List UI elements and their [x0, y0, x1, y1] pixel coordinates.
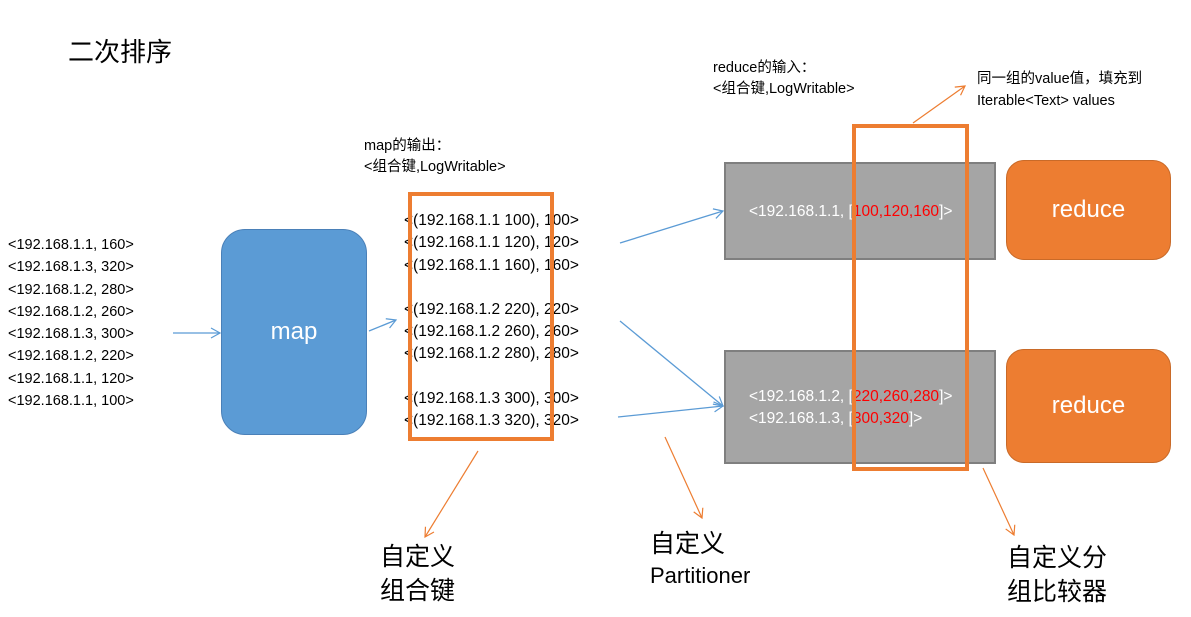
map-output-caption-line1: map的输出： — [364, 138, 451, 154]
group-note-line1: 同一组的value值，填充到 — [977, 71, 1143, 87]
grouped-values-highlight — [852, 124, 969, 471]
annotation-composite-key: 自定义 组合键 — [380, 542, 456, 605]
reduce-input-caption-line1: reduce的输入： — [713, 60, 816, 76]
input-record: <192.168.1.2, 260> — [8, 303, 134, 320]
reduce-input-caption-line2: <组合键,LogWritable> — [713, 81, 855, 97]
arrow-to-partition-1 — [619, 208, 725, 244]
map-output-caption: map的输出： <组合键,LogWritable> — [364, 136, 506, 178]
arrow-to-partitioner-label — [664, 436, 704, 520]
composite-key: <(192.168.1.3 320), — [404, 412, 540, 430]
reduce-input-caption: reduce的输入： <组合键,LogWritable> — [713, 58, 855, 100]
input-record: <192.168.1.1, 100> — [8, 393, 134, 410]
input-records-list: <192.168.1.1, 160> <192.168.1.3, 320> <1… — [8, 234, 134, 412]
arrow-to-partition-2b — [617, 401, 725, 418]
arrow-to-grouping-comparator-label — [982, 467, 1016, 537]
arrow-to-group-note — [912, 85, 967, 124]
partition-box-2: <192.168.1.2, [220,260,280]> <192.168.1.… — [724, 350, 996, 464]
composite-key: <(192.168.1.2 280), — [404, 345, 540, 363]
composite-key: <(192.168.1.1 120), — [404, 234, 540, 252]
composite-key: <(192.168.1.2 260), — [404, 323, 540, 341]
annotation-partitioner: 自定义 Partitioner — [650, 529, 751, 588]
map-output-caption-line2: <组合键,LogWritable> — [364, 159, 506, 175]
input-record: <192.168.1.2, 280> — [8, 281, 134, 298]
grouped-values: 100,120,160 — [852, 203, 940, 220]
arrow-to-composite-key-label — [424, 450, 479, 539]
input-record: <192.168.1.1, 160> — [8, 237, 134, 253]
diagram-title: 二次排序 — [68, 38, 173, 68]
arrow-map-to-output — [368, 318, 398, 332]
composite-key: <(192.168.1.2 220), — [404, 300, 540, 318]
group-note: 同一组的value值，填充到 Iterable<Text> values — [977, 68, 1142, 112]
group-note-line2: Iterable<Text> values — [977, 93, 1115, 109]
reduce-node-label: reduce — [1051, 196, 1126, 223]
input-record: <192.168.1.3, 300> — [8, 326, 134, 343]
grouped-record: <192.168.1.1, [100,120,160]> — [749, 203, 953, 220]
input-record: <192.168.1.3, 320> — [8, 259, 134, 276]
grouped-record: <192.168.1.2, [220,260,280]> — [749, 388, 953, 405]
input-record: <192.168.1.2, 220> — [8, 348, 134, 365]
annotation-grouping-comparator: 自定义分 组比较器 — [1007, 543, 1108, 606]
arrow-to-partition-2a — [619, 320, 724, 407]
partition-box-1: <192.168.1.1, [100,120,160]> — [724, 162, 996, 260]
composite-key-highlight — [408, 192, 554, 441]
grouped-values: 220,260,280 — [852, 388, 940, 405]
input-record: <192.168.1.1, 120> — [8, 370, 134, 387]
reduce-node-label: reduce — [1051, 392, 1126, 419]
grouped-values: 300,320 — [852, 410, 909, 427]
grouped-record: <192.168.1.3, [300,320]> — [749, 410, 923, 427]
map-node: map — [221, 229, 367, 435]
reduce-node-1: reduce — [1006, 160, 1171, 260]
composite-key: <(192.168.1.1 160), — [404, 256, 540, 274]
composite-key: <(192.168.1.1 100), — [404, 212, 540, 229]
composite-key: <(192.168.1.3 300), — [404, 389, 540, 407]
reduce-node-2: reduce — [1006, 349, 1171, 463]
map-node-label: map — [270, 318, 318, 345]
